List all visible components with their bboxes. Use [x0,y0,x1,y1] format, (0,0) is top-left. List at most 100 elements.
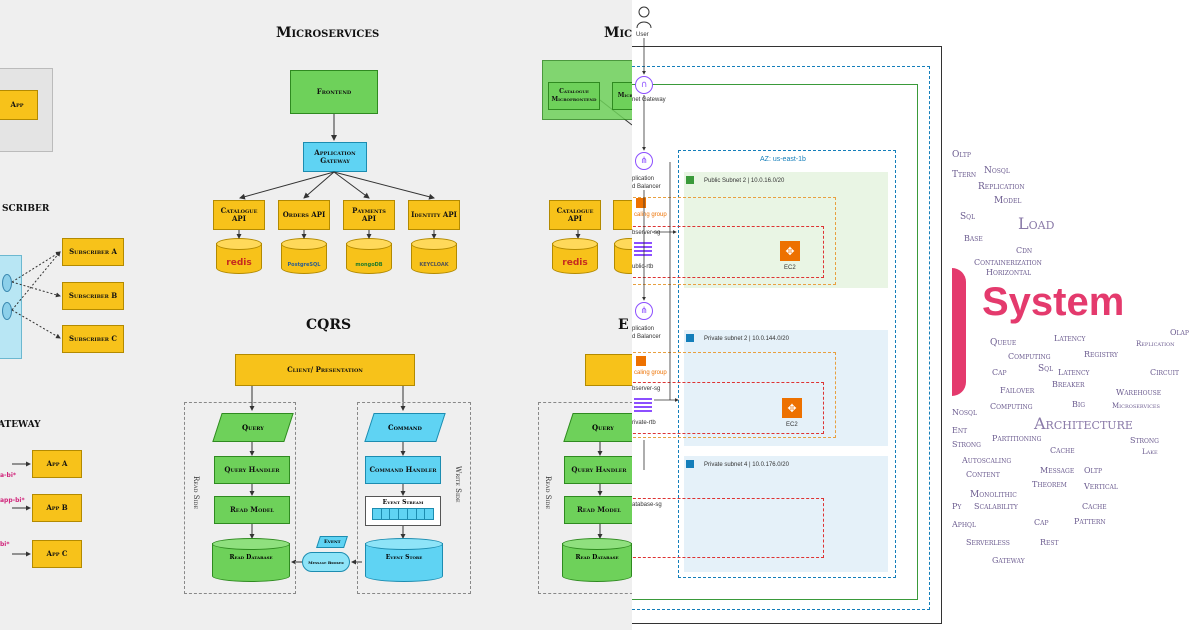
identity-api-box: Identity API [408,200,460,230]
app-b: App B [32,494,82,522]
subscriber-c: Subscriber C [62,325,124,353]
lock-icon [686,460,694,468]
cloud-word: Big [1072,400,1086,409]
client-presentation-box: Client/ Presentation [235,354,415,386]
scaling-group-1-label: caling group [634,212,667,218]
read-model-box: Read Model [214,496,290,524]
event-stream-box: Event Stream [365,496,441,526]
e-title: E [618,317,629,333]
database-security-group [632,498,824,558]
cloud-word: Cap [1034,518,1049,527]
mic-title: Mic [604,25,632,41]
cloud-word: Strong [952,440,981,449]
mongodb-db: mongoDB [346,238,392,274]
subscriber-b: Subscriber B [62,282,124,310]
catalogue-api-box-2: Catalogue API [549,200,601,230]
autoscaling-icon [636,198,646,208]
internet-gateway-label: net Gateway [632,97,666,103]
cloud-word: Pattern [1074,517,1106,526]
cloud-word: Rest [1040,538,1059,547]
cqrs-title: CQRS [306,317,352,333]
command-parallelogram: Command [364,413,446,442]
load-balancer-icon: ⋔ [635,152,653,170]
application-gateway-box: Application Gateway [303,142,367,172]
cloud-word: Partitioning [992,434,1042,443]
cloud-word: Vertical [1084,482,1118,491]
cloud-word: Microservices [1112,402,1160,410]
private-subnet-4-label: Private subnet 4 | 10.0.176.0/20 [704,462,789,468]
event-stream-cells [372,508,434,520]
cloud-word: Oltp [1084,466,1103,475]
lock-icon [686,176,694,184]
redis-db-2: redis [552,238,598,274]
security-group-2 [632,382,824,434]
read-model-box-2: Read Model [564,496,632,524]
rtb2-label: rivate-rtb [632,420,656,426]
private-subnet-2 [684,330,888,446]
write-side-container [357,402,471,594]
queue-shape [2,274,12,292]
client-box-cut [585,354,632,386]
cloud-word: Queue [990,338,1017,348]
keycloak-db: KEYCLOAK [411,238,457,274]
microservices-title: Microservices [276,25,380,41]
word-cloud-panel: System Oltp Ttern Nosql Replication Mode… [952,0,1200,630]
cloud-word: Circuit [1150,368,1180,377]
cloud-word: Latency [1058,368,1090,377]
cloud-word: Containerization [974,258,1042,267]
az-label: AZ: us-east-1b [760,156,806,163]
cloud-word: Architecture [1034,414,1133,433]
read-side-container-2 [538,402,632,594]
vpc-border [632,66,930,610]
cloud-word: Strong [1130,436,1159,445]
alb2-label-1: plication [632,326,655,332]
cloud-word: Warehouse [1116,388,1162,397]
cloud-word: Gateway [992,556,1025,565]
alb2-label-2: d Balancer [632,334,661,340]
cloud-word: Aphql [952,520,976,529]
public-subnet [684,172,888,288]
scaling-group-2-label: caling group [634,370,667,376]
read-side-label-2: Read Side [544,476,552,510]
ec2-icon: ✥ [780,241,800,261]
payments-api-box: Payments API [343,200,395,230]
cloud-word: Ent [952,426,968,435]
cloud-word: Content [966,470,1000,479]
cloud-word: Model [994,196,1022,206]
subscriber-title: scriber [2,200,50,215]
write-side-label: Write Side [454,466,462,503]
cloud-word: Horizontal [986,268,1032,277]
cloud-word: Scalability [974,502,1018,511]
cloud-word: Cache [1082,502,1107,511]
cloud-word: Monolithic [970,490,1017,500]
catalogue-microfrontend-box: Catalogue Microfrontend [548,82,600,110]
lock-icon [686,334,694,342]
user-icon [636,6,652,29]
redis-db: redis [216,238,262,274]
app-a: App A [32,450,82,478]
cloud-main-word: System [982,280,1125,324]
cloud-word: Sql [960,212,976,222]
event-store: Event Store [365,538,443,582]
read-side-container [184,402,296,594]
subscriber-a: Subscriber A [62,238,124,266]
autoscaling-icon [636,356,646,366]
query-handler-box: Query Handler [214,456,290,484]
user-label: User [636,32,649,38]
orders-api-box: Orders API [278,200,330,230]
cloud-word: Replication [1136,340,1175,348]
db-cut [614,238,632,274]
cloud-word: Failover [1000,386,1035,395]
read-database-2: Read Database [562,538,632,582]
cloud-word: Autoscaling [962,456,1012,465]
cloud-word: Load [1018,214,1055,233]
microservices-arrows [11,99,632,565]
sg1-label: bserver-sg [632,230,661,236]
frontend-box: Frontend [290,70,378,114]
gateway-route-label: bi* [0,541,10,548]
cloud-word: Ttern [952,170,977,180]
region-border [632,46,942,624]
cloud-word: Olap [1170,328,1189,337]
az-border [678,150,896,578]
cloud-word: Nosql [984,166,1010,176]
